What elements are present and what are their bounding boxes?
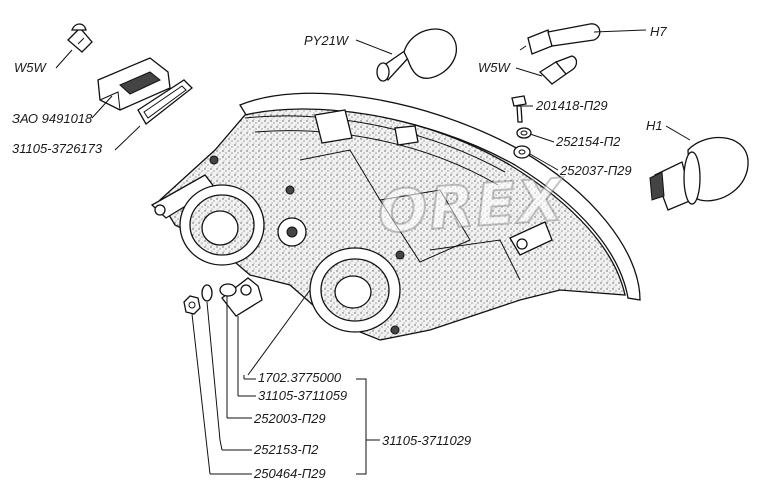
label-washer-252154: 252154-П2 [556,134,621,149]
watermark: OREX [375,165,568,248]
washer-252003 [219,283,237,297]
label-zao-9491018: ЗАО 9491018 [12,111,93,126]
label-h7: H7 [650,24,667,39]
w5w-bulb-right [538,55,578,85]
side-marker-lamp [97,57,171,111]
label-w5w-right: W5W [478,60,510,75]
label-washer-252003: 252003-П29 [254,411,326,426]
label-w5w-left: W5W [14,60,46,75]
washer-252153 [201,284,213,302]
adjuster-bracket [221,277,263,317]
label-py21w: PY21W [304,33,349,48]
label-gasket-31105-3726173: 31105-3726173 [12,141,103,156]
leader-lines [55,29,691,475]
label-h1: H1 [646,118,663,133]
py21w-bulb [376,28,458,82]
label-assembly-31105-3711029: 31105-3711029 [382,433,472,448]
label-nut-250464: 250464-П29 [254,466,326,481]
flat-washer-252037 [513,145,531,159]
screw-201418 [511,95,527,123]
marker-gasket [137,79,193,125]
h1-bulb [649,137,749,211]
label-bracket-31105-3711059: 31105-3711059 [258,388,348,403]
spring-washer-252154 [516,127,532,139]
w5w-bulb-left [67,23,93,53]
label-washer-252037: 252037-П29 [560,163,632,178]
label-washer-252153: 252153-П2 [254,442,319,457]
headlamp-housing [150,92,641,341]
h7-bulb [519,23,601,55]
label-actuator-1702-3775000: 1702.3775000 [258,370,342,385]
label-screw-201418: 201418-П29 [536,98,608,113]
nut-250464 [183,295,201,315]
